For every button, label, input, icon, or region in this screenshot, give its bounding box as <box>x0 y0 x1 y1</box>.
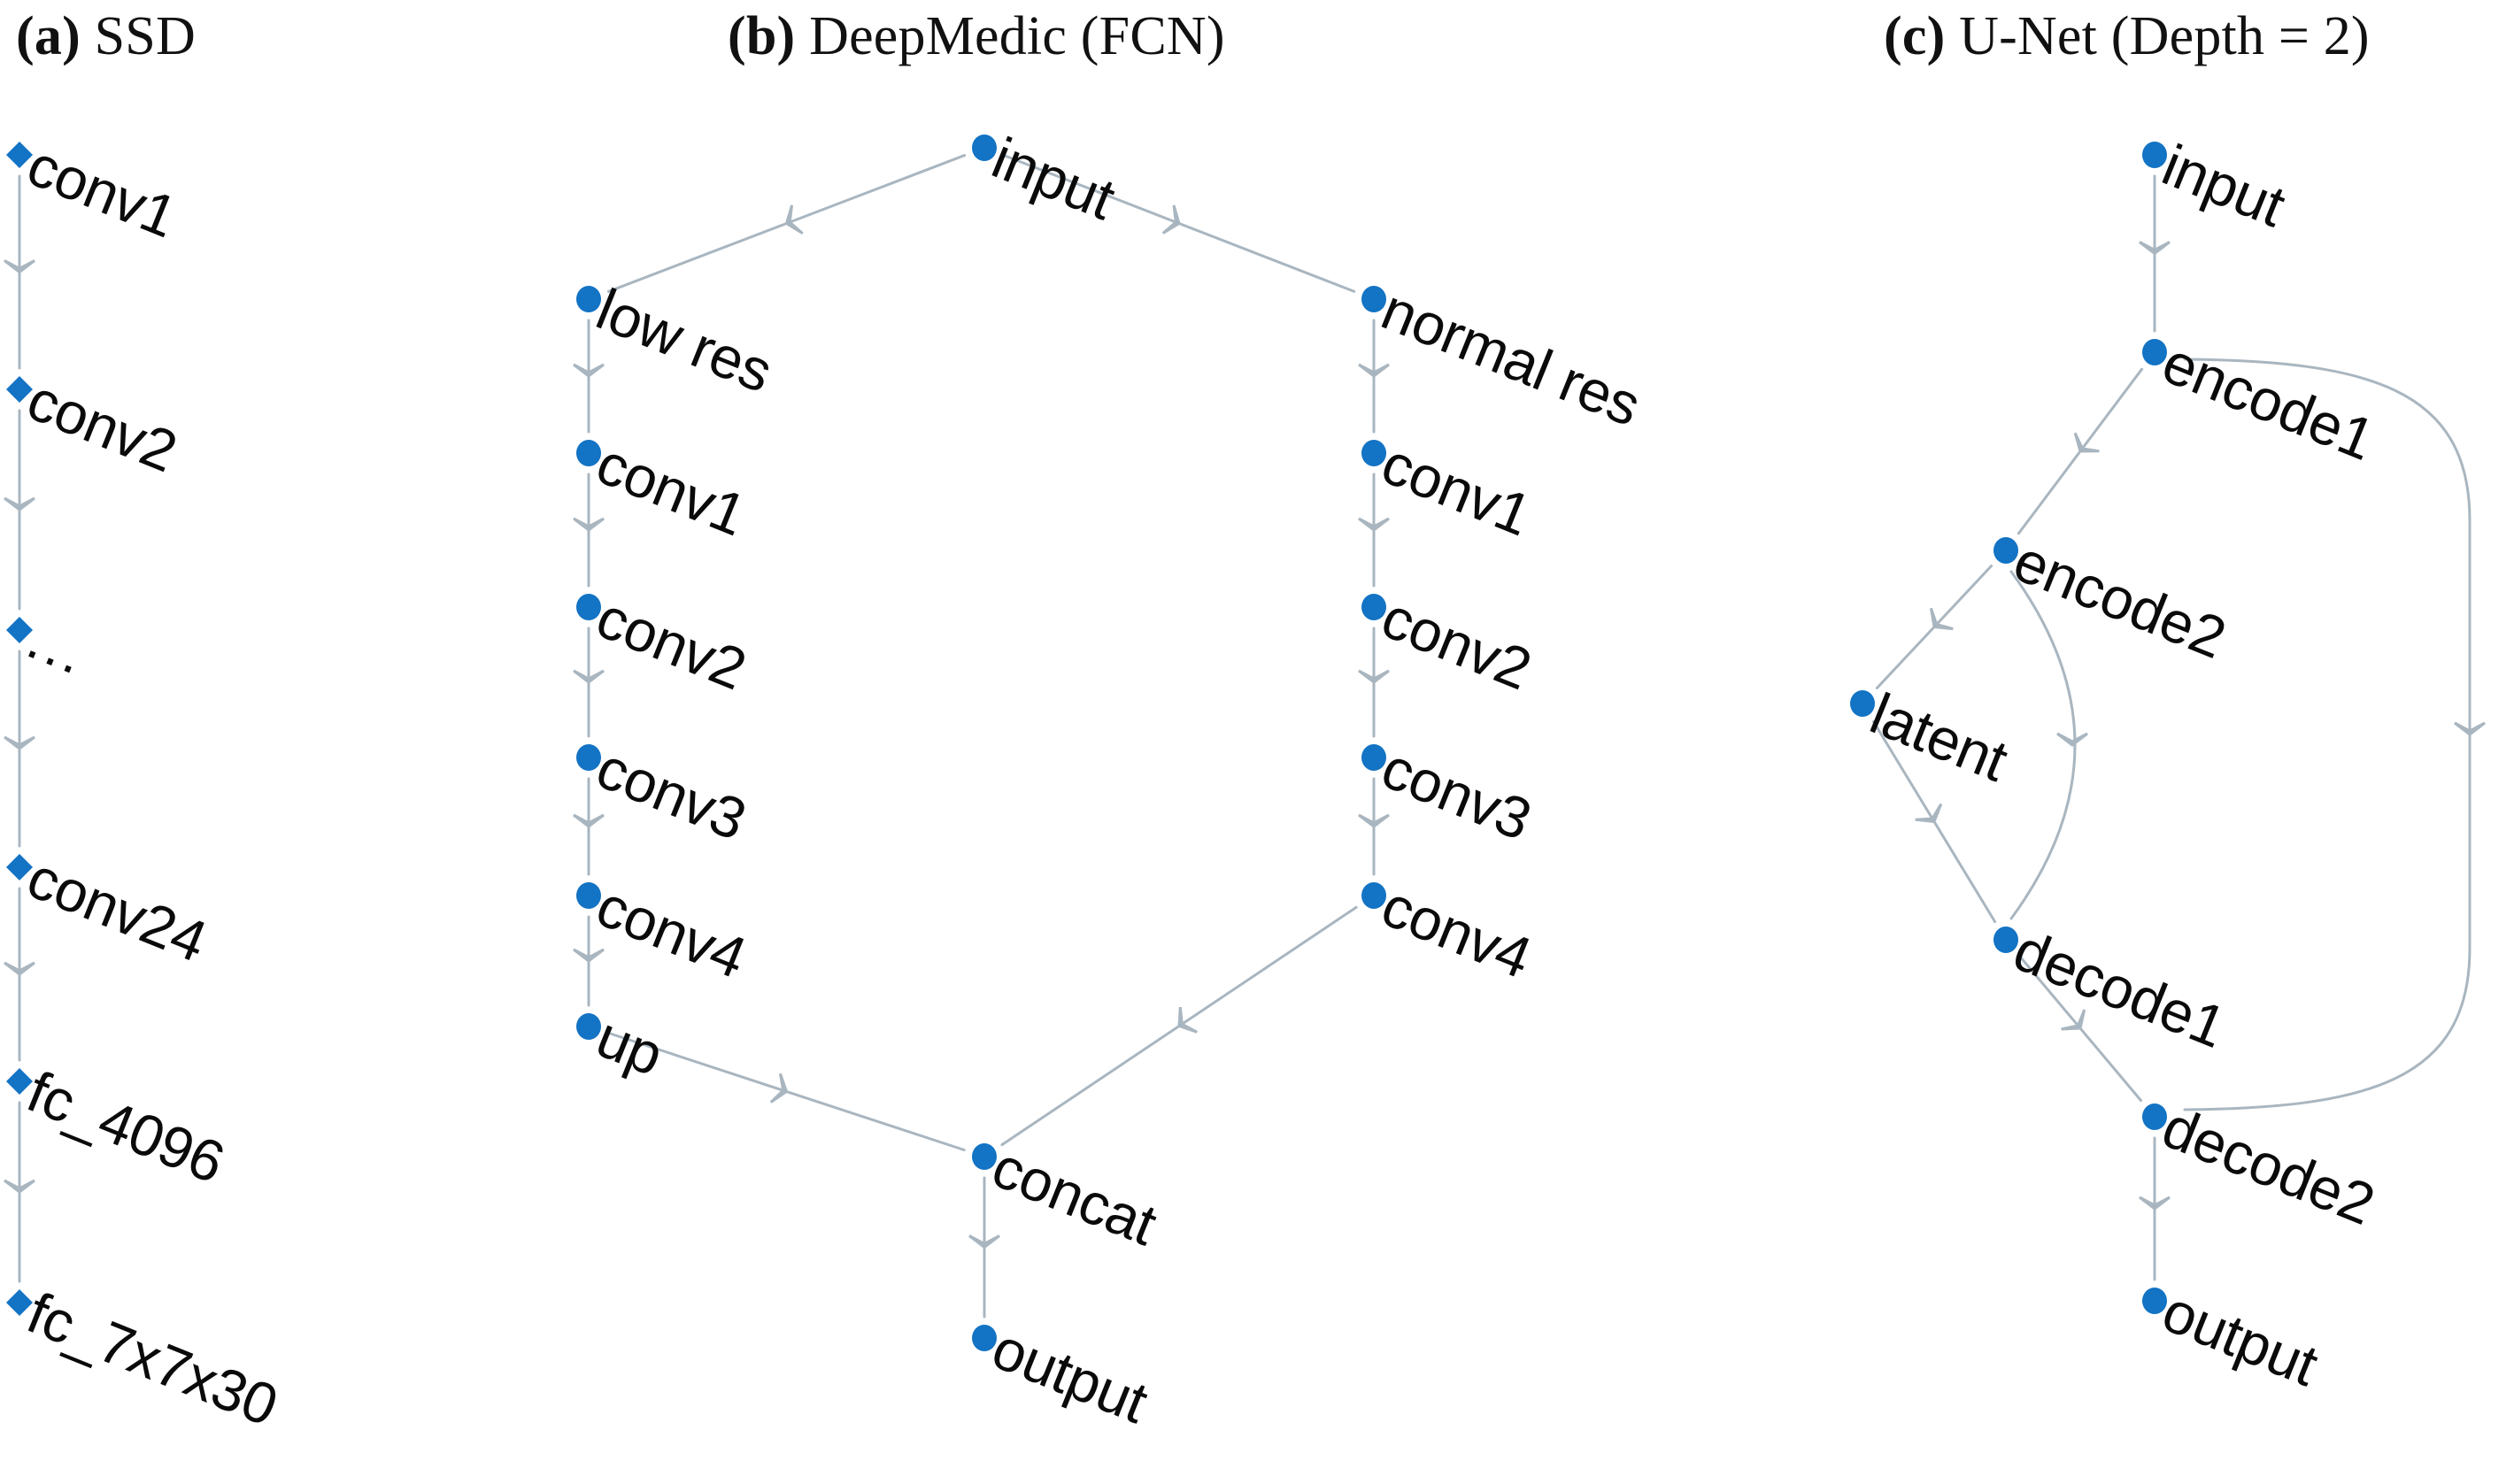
arrowhead-normal-conv1-to-normal-conv2 <box>1358 517 1390 532</box>
node-deepmedic-normal-conv4[interactable] <box>1361 882 1386 909</box>
node-unet-latent[interactable] <box>1850 690 1875 717</box>
edge-encode2-to-decode1 <box>2009 570 2077 920</box>
node-deepmedic-input[interactable] <box>972 135 997 161</box>
arrowhead-concat-to-output <box>968 1234 1000 1249</box>
panel-tag-unet: (c) <box>1884 6 1946 66</box>
node-unet-input[interactable] <box>2142 142 2167 168</box>
arrowhead-low-conv1-to-low-conv2 <box>573 517 605 532</box>
node-deepmedic-low-conv4[interactable] <box>576 882 601 909</box>
panel-tag-deepmedic: (b) <box>728 6 796 66</box>
node-deepmedic-normal-conv2[interactable] <box>1361 594 1386 620</box>
arrowhead-low-conv2-to-low-conv3 <box>573 669 605 684</box>
arrowhead-decode1-to-decode2 <box>2061 1009 2086 1031</box>
arrowhead-ellipsis-to-conv24 <box>4 735 35 750</box>
arrowhead-up-to-concat <box>769 1073 789 1103</box>
node-deepmedic-normal-conv1[interactable] <box>1361 440 1386 466</box>
arrowhead-low-conv3-to-low-conv4 <box>573 813 605 828</box>
arrowhead-fc_4096-to-fc_7x7x30 <box>4 1179 35 1194</box>
panel-title-text-deepmedic: DeepMedic (FCN) <box>809 6 1225 66</box>
node-deepmedic-normal-res[interactable] <box>1361 286 1386 312</box>
arrowhead-normal-conv4-to-concat <box>1177 1006 1198 1034</box>
node-deepmedic-low-conv2[interactable] <box>576 594 601 620</box>
node-unet-decode2[interactable] <box>2142 1103 2167 1130</box>
arrowhead-normal-conv2-to-normal-conv3 <box>1358 669 1390 684</box>
node-deepmedic-output[interactable] <box>972 1325 997 1351</box>
node-unet-encode1[interactable] <box>2142 339 2167 365</box>
node-unet-encode2[interactable] <box>1993 537 2018 564</box>
panel-title-text-unet: U-Net (Depth = 2) <box>1959 6 2370 66</box>
node-unet-output[interactable] <box>2142 1288 2167 1314</box>
arrowhead-input-to-normal-res <box>1161 204 1181 235</box>
node-ssd-conv2[interactable] <box>6 376 33 403</box>
node-deepmedic-up[interactable] <box>576 1013 601 1040</box>
arrowhead-encode1-to-decode2 <box>2454 721 2486 736</box>
node-ssd-fc_4096[interactable] <box>6 1068 33 1095</box>
arrowhead-encode2-to-latent <box>1929 607 1954 631</box>
arrowhead-latent-to-decode1 <box>1915 803 1943 824</box>
arrowhead-conv1-to-conv2 <box>4 259 35 274</box>
node-ssd-ellipsis[interactable] <box>6 617 33 643</box>
arrowhead-normal-conv3-to-normal-conv4 <box>1358 813 1390 828</box>
panel-tag-letter-a: a <box>34 6 63 66</box>
arrowhead-encode1-to-encode2 <box>2073 432 2100 453</box>
arrowhead-conv24-to-fc_4096 <box>4 961 35 976</box>
node-deepmedic-concat[interactable] <box>972 1143 997 1170</box>
arrowhead-encode2-to-decode1 <box>2056 732 2088 747</box>
panel-tag-letter-b: b <box>745 6 777 66</box>
node-ssd-conv24[interactable] <box>6 854 33 880</box>
arrowhead-decode2-to-output <box>2139 1196 2171 1211</box>
arrowhead-normal-res-to-normal-conv1 <box>1358 363 1390 378</box>
node-deepmedic-low-conv3[interactable] <box>576 744 601 771</box>
node-deepmedic-low-res[interactable] <box>576 286 601 312</box>
panel-ssd: (a) SSD <box>0 0 673 1484</box>
panel-deepmedic: (b) DeepMedic (FCN) <box>728 5 1225 68</box>
arrowhead-low-conv4-to-up <box>573 948 605 963</box>
node-deepmedic-normal-conv3[interactable] <box>1361 744 1386 771</box>
node-ssd-fc_7x7x30[interactable] <box>6 1289 33 1316</box>
arrowhead-conv2-to-ellipsis <box>4 496 35 511</box>
arrowhead-input-to-encode1 <box>2139 241 2171 256</box>
node-deepmedic-low-conv1[interactable] <box>576 440 601 466</box>
edge-group <box>4 154 2486 1319</box>
panel-title-ssd: (a) SSD <box>16 5 196 68</box>
arrowhead-input-to-low-res <box>784 204 804 235</box>
panel-title-unet: (c) U-Net (Depth = 2) <box>1884 5 2370 68</box>
arrowhead-low-res-to-low-conv1 <box>573 363 605 378</box>
panel-title-deepmedic: (b) DeepMedic (FCN) <box>728 5 1225 68</box>
node-ssd-conv1[interactable] <box>6 142 33 168</box>
panel-title-text-ssd: SSD <box>94 6 196 66</box>
panel-tag-ssd: (a) <box>16 6 81 66</box>
node-group <box>6 135 2167 1351</box>
node-unet-decode1[interactable] <box>1993 927 2018 953</box>
panel-tag-letter-c: c <box>1901 6 1927 66</box>
